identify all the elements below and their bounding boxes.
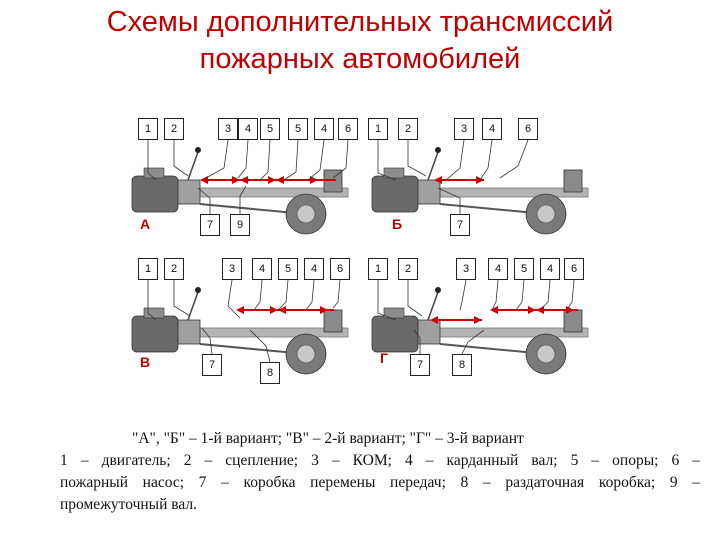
engine-head (143, 167, 165, 179)
callout-label: 7 (200, 214, 220, 236)
callout-label: 1 (138, 118, 158, 140)
callout-label: 1 (368, 118, 388, 140)
title-line-1: Схемы дополнительных трансмиссий (106, 6, 614, 38)
diagram-panel-b: 1 2 3 4 6 7 Б (368, 118, 608, 258)
callout-label: 9 (230, 214, 250, 236)
engine-block (131, 315, 179, 353)
diagram-panel-a: 1 2 3 4 5 5 4 6 7 9 А (128, 118, 368, 258)
callout-label: 7 (202, 354, 222, 376)
caption-line-4: промежуточный вал. (60, 496, 197, 513)
callout-label: 6 (518, 118, 538, 140)
callout-label: 6 (330, 258, 350, 280)
gear-lever (427, 151, 439, 181)
gear-lever-knob (195, 147, 201, 153)
gearbox-housing (177, 179, 201, 205)
callout-label: 7 (410, 354, 430, 376)
diagram-panel-g: 1 2 3 4 5 4 6 7 8 Г (368, 258, 608, 398)
caption-line-1: "А", "Б" – 1-й вариант; "В" – 2-й вариан… (132, 430, 524, 447)
diagram-panel-v: 1 2 3 4 5 4 6 7 8 В (128, 258, 368, 398)
gearbox-housing (417, 319, 441, 345)
callout-label: 4 (482, 118, 502, 140)
callout-label: 3 (456, 258, 476, 280)
callout-label: 2 (398, 258, 418, 280)
transmission-drawing-a (131, 139, 349, 235)
callout-label: 5 (278, 258, 298, 280)
callout-label: 4 (540, 258, 560, 280)
gear-lever (427, 291, 439, 321)
variant-label: В (140, 354, 151, 370)
callout-label: 5 (514, 258, 534, 280)
gear-lever-knob (195, 287, 201, 293)
callout-label: 6 (564, 258, 584, 280)
caption-line-2: 1 – двигатель; 2 – сцепление; 3 – КОМ; 4… (60, 452, 700, 469)
fire-pump (323, 309, 343, 333)
engine-head (143, 307, 165, 319)
callout-label: 4 (252, 258, 272, 280)
caption-line-3: пожарный насос; 7 – коробка перемены пер… (60, 474, 700, 491)
gear-lever-knob (435, 147, 441, 153)
variant-label: А (140, 216, 151, 232)
variant-label: Б (392, 216, 403, 232)
gearbox-housing (177, 319, 201, 345)
callout-label: 1 (368, 258, 388, 280)
callout-label: 7 (450, 214, 470, 236)
callout-label: 5 (260, 118, 280, 140)
callout-label: 2 (164, 258, 184, 280)
callout-label: 3 (454, 118, 474, 140)
callout-label: 6 (338, 118, 358, 140)
callout-label: 5 (288, 118, 308, 140)
callout-label: 2 (164, 118, 184, 140)
gear-lever-knob (435, 287, 441, 293)
engine-block (131, 175, 179, 213)
title-line-2: пожарных автомобилей (199, 43, 521, 75)
wheel-hub (536, 344, 556, 364)
transmission-drawing-g (371, 279, 589, 375)
callout-label: 8 (452, 354, 472, 376)
wheel-hub (296, 204, 316, 224)
wheel-hub (296, 344, 316, 364)
gear-lever (187, 151, 199, 181)
callout-label: 4 (238, 118, 258, 140)
page-title: Схемы дополнительных трансмиссий пожарны… (0, 4, 720, 78)
engine-head (383, 307, 405, 319)
variant-label: Г (380, 350, 388, 366)
transmission-drawing-b (371, 139, 589, 235)
callout-label: 1 (138, 258, 158, 280)
engine-block (371, 315, 419, 353)
legend-caption: "А", "Б" – 1-й вариант; "В" – 2-й вариан… (60, 428, 700, 516)
fire-pump (563, 169, 583, 193)
callout-label: 2 (398, 118, 418, 140)
callout-label: 4 (304, 258, 324, 280)
transmission-drawing-v (131, 279, 349, 375)
callout-label: 3 (218, 118, 238, 140)
engine-block (371, 175, 419, 213)
wheel-hub (536, 204, 556, 224)
callout-label: 3 (222, 258, 242, 280)
gearbox-housing (417, 179, 441, 205)
engine-head (383, 167, 405, 179)
callout-label: 4 (314, 118, 334, 140)
callout-label: 8 (260, 362, 280, 384)
callout-label: 4 (488, 258, 508, 280)
